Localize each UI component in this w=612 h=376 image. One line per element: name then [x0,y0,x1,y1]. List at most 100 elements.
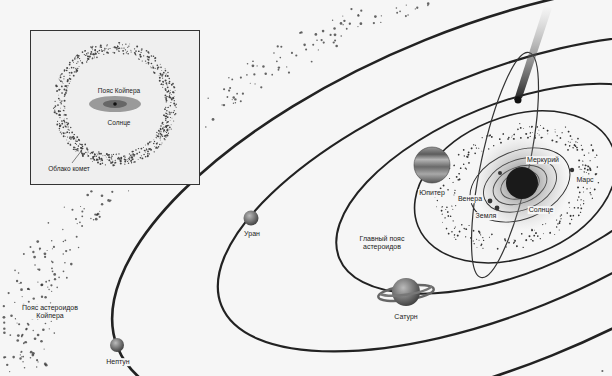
asteroid-dot [580,204,581,205]
oort-dot [94,52,96,54]
oort-dot [82,154,84,156]
asteroid-dot [571,219,573,221]
oort-dot [162,122,164,124]
oort-dot [139,157,141,159]
asteroid-dot [520,127,522,129]
oort-dot [74,58,76,60]
asteroid-dot [476,247,477,248]
kuiper-dot [240,76,242,78]
oort-dot [149,142,150,143]
oort-dot [166,134,168,136]
oort-dot [116,49,117,50]
asteroid-dot [455,226,456,227]
oort-dot [166,100,168,102]
asteroid-dot [481,137,483,139]
oort-dot [134,52,136,54]
asteroid-dot [504,239,506,241]
kuiper-dot [257,65,258,66]
oort-dot [124,164,125,165]
kuiper-dot [250,83,251,84]
oort-dot [140,157,142,159]
oort-dot [92,46,93,47]
oort-dot [154,141,155,142]
oort-dot [85,50,86,51]
oort-dot [165,125,167,127]
asteroid-dot [556,219,558,221]
oort-dot [69,72,71,74]
oort-dot [145,60,146,61]
oort-dot [128,160,130,162]
belt-name: Главный пояс астероидов [352,235,412,250]
oort-dot [59,128,61,130]
asteroid-dot [472,230,474,232]
asteroid-dot [535,232,538,235]
oort-dot [167,107,169,109]
oort-dot [54,107,55,108]
oort-dot [118,42,119,43]
oort-dot [166,132,167,133]
oort-dot [59,79,60,80]
oort-dot [81,144,83,146]
oort-dot [62,81,63,82]
asteroid-dot [464,167,466,169]
oort-dot [78,139,80,141]
oort-dot [69,62,71,64]
oort-dot [152,66,153,67]
oort-dot [56,91,58,93]
asteroid-dot [467,151,469,153]
oort-dot [97,162,99,164]
oort-dot [165,112,167,114]
oort-dot [134,48,135,49]
kuiper-dot [19,357,21,359]
oort-dot [131,52,132,53]
kuiper-dot [24,342,25,343]
asteroid-dot [580,207,582,209]
oort-dot [114,162,115,163]
oort-dot [149,153,150,154]
asteroid-dot [540,137,542,139]
asteroid-dot [570,141,571,142]
kuiper-dot [101,194,104,197]
oort-dot [144,154,145,155]
oort-dot [59,110,61,112]
kuiper-dot [86,194,89,197]
oort-dot [106,153,108,155]
oort-dot [66,70,67,71]
oort-dot [99,153,100,154]
kuiper-dot [278,66,280,68]
oort-dot [140,55,142,57]
asteroid-dot [577,199,579,201]
oort-dot [106,153,108,155]
kuiper-dot [205,126,207,128]
asteroid-dot [458,173,460,175]
oort-dot [69,132,70,133]
asteroid-dot [454,237,455,238]
oort-dot [163,72,165,74]
oort-dot [77,56,79,58]
oort-dot [169,120,171,122]
kuiper-dot [49,328,50,329]
oort-dot [166,101,167,102]
asteroid-dot [594,173,597,176]
oort-dot [67,136,68,137]
oort-dot [100,44,102,46]
kuiper-dot [48,222,50,224]
oort-dot [54,110,55,111]
oort-dot [164,68,166,70]
oort-dot [156,137,158,139]
asteroid-dot [569,207,570,208]
oort-dot [91,161,93,163]
oort-dot [73,75,75,77]
oort-dot [105,156,107,158]
oort-dot [165,118,167,120]
oort-dot [94,56,95,57]
kuiper-dot [276,60,278,62]
oort-dot [147,151,149,153]
kuiper-dot [232,99,233,100]
oort-dot [168,125,169,126]
asteroid-dot [436,206,437,207]
oort-dot [139,54,141,56]
asteroid-dot [594,157,595,158]
oort-dot [165,80,166,81]
kuiper-dot [22,296,23,297]
